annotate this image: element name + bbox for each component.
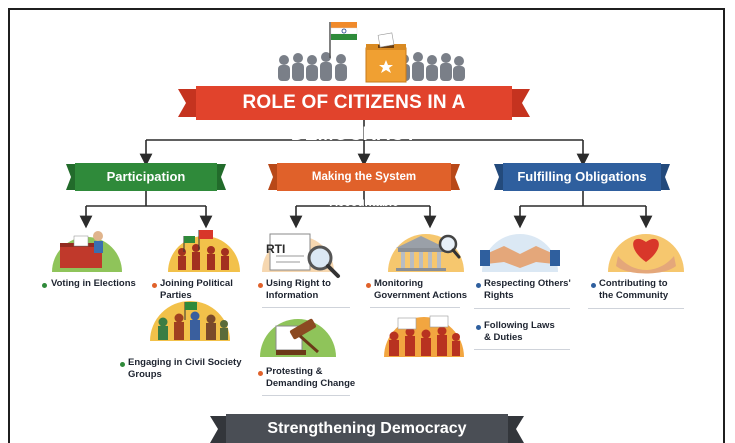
bullet-rti [258,283,263,288]
divider-laws [474,349,570,350]
item-monitoring: Monitoring Government Actions [374,278,484,302]
title-banner [178,86,530,120]
handshake-icon [480,234,560,272]
main-title: ROLE OF CITIZENS IN A DEMOCRACY [242,92,466,145]
category-participation: Participation [106,169,186,184]
footer-banner [210,414,524,443]
divider-contrib [588,308,684,309]
gavel-icon [260,318,336,357]
item-rti-line2: Information [266,290,319,301]
india-flag-icon [329,22,358,58]
bullet-respect [476,283,481,288]
divider-rti [262,307,350,308]
item-protest: Protesting & Demanding Change [266,366,376,390]
rti-label: RTI [266,242,286,256]
category-accountable: Making the System Accountable [311,171,417,209]
item-laws-line1: Following Laws [484,320,555,331]
bullet-laws [476,325,481,330]
heart-hands-icon [608,234,684,274]
item-rti-line1: Using Right to [266,278,331,289]
category-banner-accountable [268,163,460,191]
bullet-monitoring [366,283,371,288]
item-laws-line2: & Duties [484,332,523,343]
item-respect-line2: Rights [484,290,514,301]
ballot-box-icon [365,32,407,83]
item-contrib-line2: the Community [599,290,669,301]
item-protest-line1: Protesting & [266,366,323,377]
item-civil: Engaging in Civil Society Groups [128,357,242,380]
main-connectors [139,120,590,167]
item-respect: Respecting Others' Rights [484,278,584,302]
category-banner-participation [66,163,226,191]
bullet-voting [42,283,47,288]
footer-title: Strengthening Democracy [267,420,467,437]
item-contrib-line1: Contributing to [599,278,668,289]
item-respect-line1: Respecting Others' [484,278,571,289]
divider-respect [474,308,570,309]
category-banner-obligations [494,163,670,191]
category-obligations: Fulfilling Obligations [517,169,647,184]
sub-connectors [79,191,653,229]
divider-protest [262,395,350,396]
bullet-contrib [591,283,596,288]
protest-icon [384,315,464,357]
bullet-protest [258,371,263,376]
divider-monitoring [370,307,460,308]
item-protest-line2: Demanding Change [266,378,356,389]
item-rti: Using Right to Information [266,278,376,302]
outer-frame [8,8,725,443]
rally-icon [168,230,240,272]
monitoring-icon [388,234,464,272]
bullet-civil [120,362,125,367]
crowd-icon [278,52,465,81]
item-monitoring-line1: Monitoring [374,278,424,289]
item-monitoring-line2: Government Actions [374,290,468,301]
rti-document-icon [262,233,340,278]
bullet-parties [152,283,157,288]
item-parties: Joining Political Parties [160,278,233,301]
item-laws: Following Laws & Duties [484,320,584,344]
item-contrib: Contributing to the Community [599,278,699,302]
civil-society-icon [150,301,230,341]
voting-icon [52,231,122,272]
item-voting: Voting in Elections [51,278,136,289]
